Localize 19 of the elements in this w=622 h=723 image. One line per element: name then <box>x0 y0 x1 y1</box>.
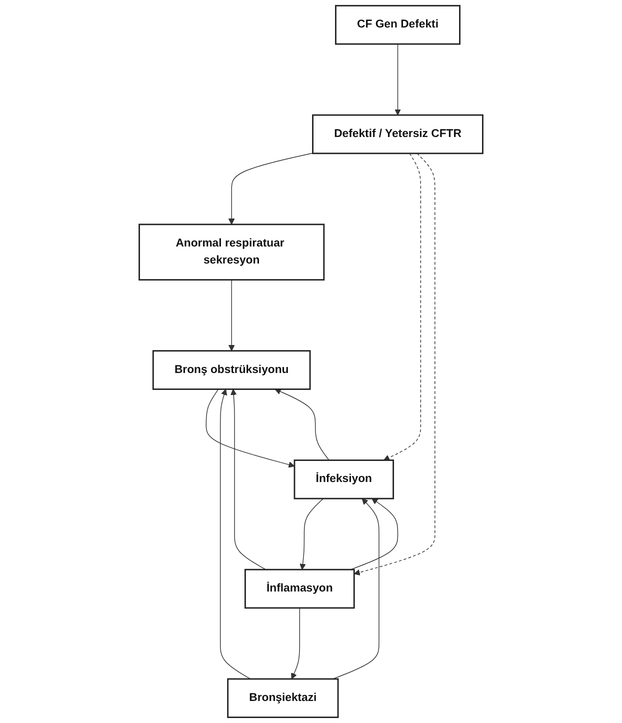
arrow <box>394 44 401 116</box>
arrow <box>230 388 266 570</box>
arrow <box>220 388 251 680</box>
arrow <box>228 152 314 225</box>
node-box: CF Gen Defekti <box>335 4 460 45</box>
node-box: Bronş obstrüksiyonu <box>152 350 311 390</box>
node-box: Anormal respiratuar sekresyon <box>138 224 325 281</box>
arrow <box>228 279 235 352</box>
node-box: Defektif / Yetersiz CFTR <box>312 114 484 154</box>
arrow <box>300 498 324 570</box>
arrow <box>274 388 330 461</box>
arrow <box>383 153 422 461</box>
node-box: İnflamasyon <box>244 568 355 609</box>
arrow <box>206 388 295 468</box>
node-box: Bronşiektazi <box>227 678 339 718</box>
arrow <box>291 608 300 680</box>
arrow <box>354 153 436 576</box>
arrow <box>350 498 398 570</box>
node-box: İnfeksiyon <box>294 460 394 500</box>
